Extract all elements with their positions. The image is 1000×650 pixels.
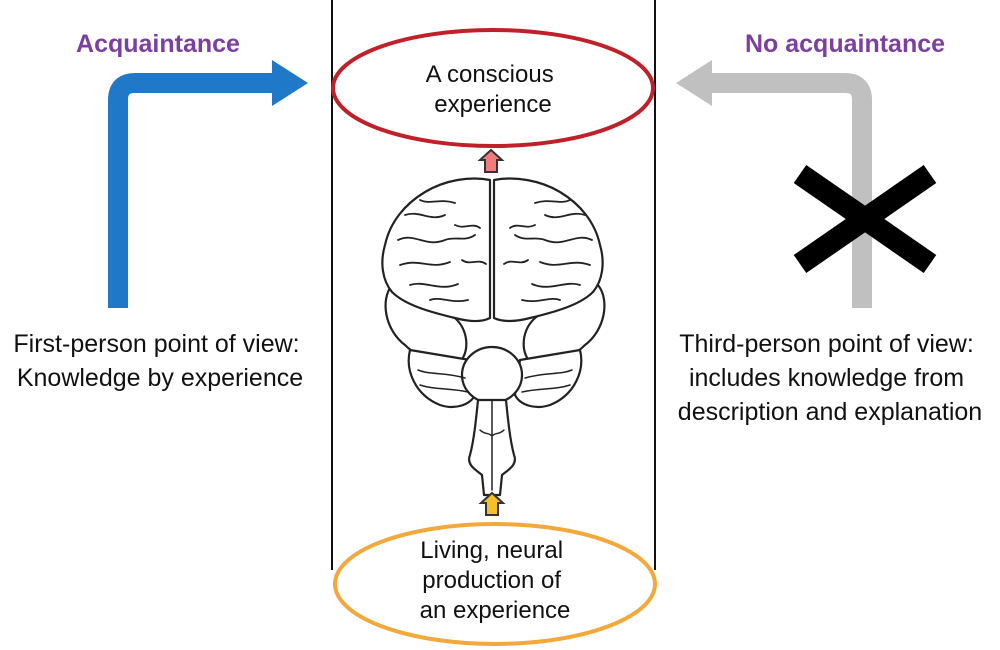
brain-right-cerebellum (513, 348, 583, 409)
first-person-description: First-person point of view: Knowledge by… (13, 330, 306, 392)
conscious-experience-oval (331, 28, 655, 148)
brain-pons (460, 345, 524, 405)
brain-cerebellum-folia (417, 369, 573, 393)
up-arrow-to-experience-icon (477, 148, 505, 173)
acquaintance-arrow (108, 60, 308, 308)
brain-stem-detail (479, 399, 505, 491)
acquaintance-heading: Acquaintance (76, 30, 240, 58)
no-acquaintance-arrow (676, 60, 872, 308)
top-oval-line-1: A conscious (426, 61, 554, 88)
up-arrow-from-production-icon (478, 491, 506, 516)
third-person-line-3: description and explanation (678, 398, 982, 426)
neural-production-oval (333, 522, 657, 646)
neural-production-label: Living, neural production of an experien… (420, 537, 571, 624)
third-person-description: Third-person point of view: includes kno… (678, 330, 982, 426)
first-person-line-2: Knowledge by experience (17, 364, 303, 392)
bottom-oval-line-2: production of (422, 567, 561, 594)
first-person-line-1: First-person point of view: (13, 330, 299, 358)
bottom-oval-line-1: Living, neural (420, 537, 563, 564)
x-mark-icon (793, 164, 937, 274)
third-person-line-1: Third-person point of view: (679, 330, 974, 358)
bottom-oval-line-3: an experience (420, 597, 571, 624)
brain-illustration (381, 177, 606, 497)
third-person-line-2: includes knowledge from (689, 364, 964, 392)
brain-gyri-right (503, 199, 593, 303)
brain-gyri-left (397, 199, 487, 303)
no-acquaintance-heading: No acquaintance (745, 30, 945, 58)
conscious-experience-label: A conscious experience (426, 61, 561, 118)
top-oval-line-2: experience (434, 91, 551, 118)
